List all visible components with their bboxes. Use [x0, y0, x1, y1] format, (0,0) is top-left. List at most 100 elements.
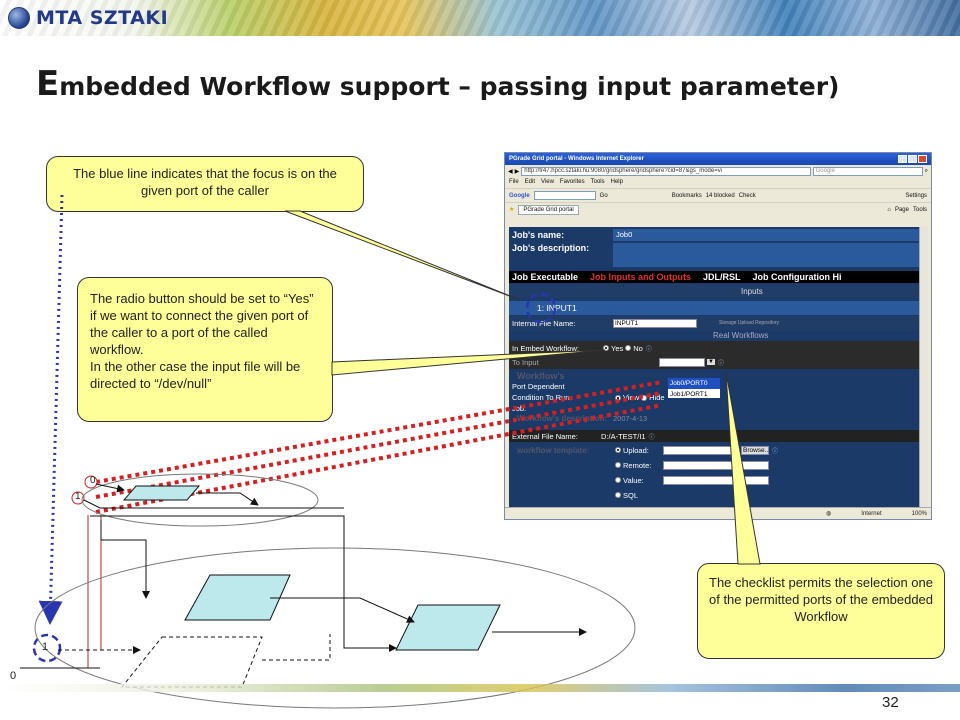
google-label: Google	[509, 192, 530, 199]
upload-info-icon[interactable]: ⓘ	[772, 448, 779, 455]
search-icon[interactable]: ⌕	[924, 168, 928, 174]
blocked-popups[interactable]: 14 blocked	[705, 192, 735, 199]
tab-jdl-rsl[interactable]: JDL/RSL	[703, 272, 741, 282]
menu-favorites[interactable]: Favorites	[559, 179, 585, 185]
minimize-button[interactable]	[898, 155, 907, 163]
info-icon[interactable]: ⓘ	[645, 346, 652, 353]
callout-radio-line2: In the other case the input file will be…	[90, 359, 301, 391]
menu-help[interactable]: Help	[610, 179, 623, 185]
embedded-job-1	[184, 574, 291, 621]
embed-no-label: No	[633, 343, 643, 353]
status-zone: Internet	[861, 510, 882, 517]
scrollbar[interactable]	[919, 227, 928, 507]
menu-edit[interactable]: Edit	[524, 179, 536, 185]
internal-file-row: Internal File Name: INPUT1 Storage Uploa…	[509, 316, 921, 330]
zoom-level[interactable]: 100%	[911, 510, 927, 517]
upload-radio[interactable]	[615, 447, 621, 453]
callout-checklist: The checklist permits the selection one …	[697, 563, 945, 659]
embed-yes-radio[interactable]	[603, 345, 609, 351]
google-toolbar: Google Go Bookmarks 14 blocked Check Set…	[505, 188, 931, 202]
embed-label: In Embed Workflow:	[512, 343, 579, 353]
browse-button[interactable]: Browse...	[741, 445, 771, 455]
menu-file[interactable]: File	[509, 179, 519, 185]
address-bar: ◀ ▶ http://fr47.hpcc.sztaki.hu:9080/grid…	[505, 165, 931, 178]
home-icon[interactable]: ⌂	[887, 206, 891, 213]
search-field[interactable]: Google	[812, 167, 923, 176]
close-button[interactable]	[918, 155, 927, 163]
port-label-top-0: 0	[90, 475, 96, 486]
embedded-edge-3	[270, 597, 415, 623]
inputs-header: Inputs	[509, 284, 921, 298]
sql-radio[interactable]	[615, 492, 621, 498]
condition-label: Condition To Run	[512, 393, 570, 402]
go-button[interactable]: Go	[599, 192, 608, 199]
callout-radio-line1: The radio button should be set to “Yes” …	[90, 291, 314, 357]
address-field[interactable]: http://fr47.hpcc.sztaki.hu:9080/gridsphe…	[521, 167, 811, 176]
to-input-label: To Input	[512, 357, 539, 367]
select-info-icon[interactable]: ⓘ	[717, 360, 724, 367]
browser-window: PGrade Grid portal - Windows Internet Ex…	[504, 152, 932, 520]
remote-label: Remote:	[623, 460, 652, 470]
bookmarks-button[interactable]: Bookmarks	[671, 192, 702, 199]
caller-edge-in	[95, 483, 125, 493]
tab-job-executable[interactable]: Job Executable	[512, 272, 579, 282]
job-desc-label: Job's description:	[512, 243, 590, 253]
settings-button[interactable]: Settings	[905, 192, 927, 199]
check-button[interactable]: Check	[738, 192, 756, 199]
upload-label: Upload:	[623, 445, 649, 455]
page-menu[interactable]: Page	[894, 206, 909, 213]
menu-view[interactable]: View	[541, 179, 554, 185]
dropdown-option-port1[interactable]: Job1/PORT1	[670, 391, 708, 398]
star-icon[interactable]: ★	[509, 207, 515, 213]
value-radio[interactable]	[615, 477, 621, 483]
embedded-edge-2	[100, 520, 150, 599]
port-dependent-label: Port Dependent	[512, 381, 565, 391]
remote-input[interactable]	[663, 460, 769, 470]
job-tabs: Job Executable Job Inputs and Outputs JD…	[509, 271, 921, 283]
tools-menu[interactable]: Tools	[912, 206, 927, 213]
port-select[interactable]	[659, 357, 705, 367]
tab-job-configuration[interactable]: Job Configuration Hi	[752, 272, 842, 282]
sql-row: SQL	[509, 489, 921, 501]
callout-radio: The radio button should be set to “Yes” …	[77, 277, 333, 422]
caller-workflow-ellipse	[81, 473, 319, 527]
upload-input[interactable]	[663, 445, 739, 455]
real-workflows-row: Real Workflows	[509, 330, 921, 340]
page-title: Embedded Workflow support – passing inpu…	[36, 64, 839, 104]
external-file-value[interactable]: D:/A-TEST/I1	[601, 431, 646, 441]
dropdown-option-port0[interactable]: Job0/PORT0	[668, 378, 720, 389]
upload-row: workflow template: Upload: Browse... ⓘ	[509, 444, 921, 456]
real-workflows-label: Real Workflows	[713, 330, 769, 340]
hide-radio[interactable]	[641, 394, 648, 401]
maximize-button[interactable]	[908, 155, 917, 163]
internal-file-input[interactable]: INPUT1	[613, 318, 697, 328]
caller-job-box	[122, 485, 201, 501]
remote-radio[interactable]	[615, 462, 621, 468]
logo-text: MTA SZTAKI	[36, 7, 169, 29]
google-search-box[interactable]	[533, 191, 596, 200]
callout-focus: The blue line indicates that the focus i…	[46, 156, 364, 212]
browser-titlebar: PGrade Grid portal - Windows Internet Ex…	[505, 153, 931, 165]
tab-job-inputs-outputs[interactable]: Job Inputs and Outputs	[590, 272, 692, 282]
port-label[interactable]: 1: INPUT1	[537, 303, 577, 313]
external-info-icon[interactable]: ⓘ	[648, 434, 655, 441]
tab-pgrade[interactable]: PGrade Grid portal	[518, 204, 579, 215]
external-file-row: External File Name: D:/A-TEST/I1 ⓘ	[509, 430, 921, 442]
storage-text: Storage Upload Repository	[719, 320, 780, 326]
title-initial: E	[36, 64, 60, 104]
page-number: 32	[882, 694, 899, 711]
footer-band	[0, 684, 960, 692]
tab-bar: ★ PGrade Grid portal ⌂ Page Tools	[505, 202, 931, 216]
globe-status-icon: ◍	[826, 511, 832, 517]
embed-no-radio[interactable]	[625, 345, 632, 351]
back-icon[interactable]: ◀	[508, 169, 513, 175]
workflows-label: Workflow's	[517, 371, 565, 381]
job-name-value[interactable]: Job0	[613, 229, 921, 241]
select-arrow-icon[interactable]: ▼	[707, 359, 715, 365]
view-radio[interactable]	[615, 394, 621, 401]
value-input[interactable]	[663, 475, 769, 485]
job-desc-value[interactable]	[613, 243, 921, 267]
menu-tools[interactable]: Tools	[590, 179, 605, 185]
forward-icon[interactable]: ▶	[514, 169, 520, 175]
portal-content: Job's name: Job0 Job's description: Job …	[509, 227, 921, 507]
